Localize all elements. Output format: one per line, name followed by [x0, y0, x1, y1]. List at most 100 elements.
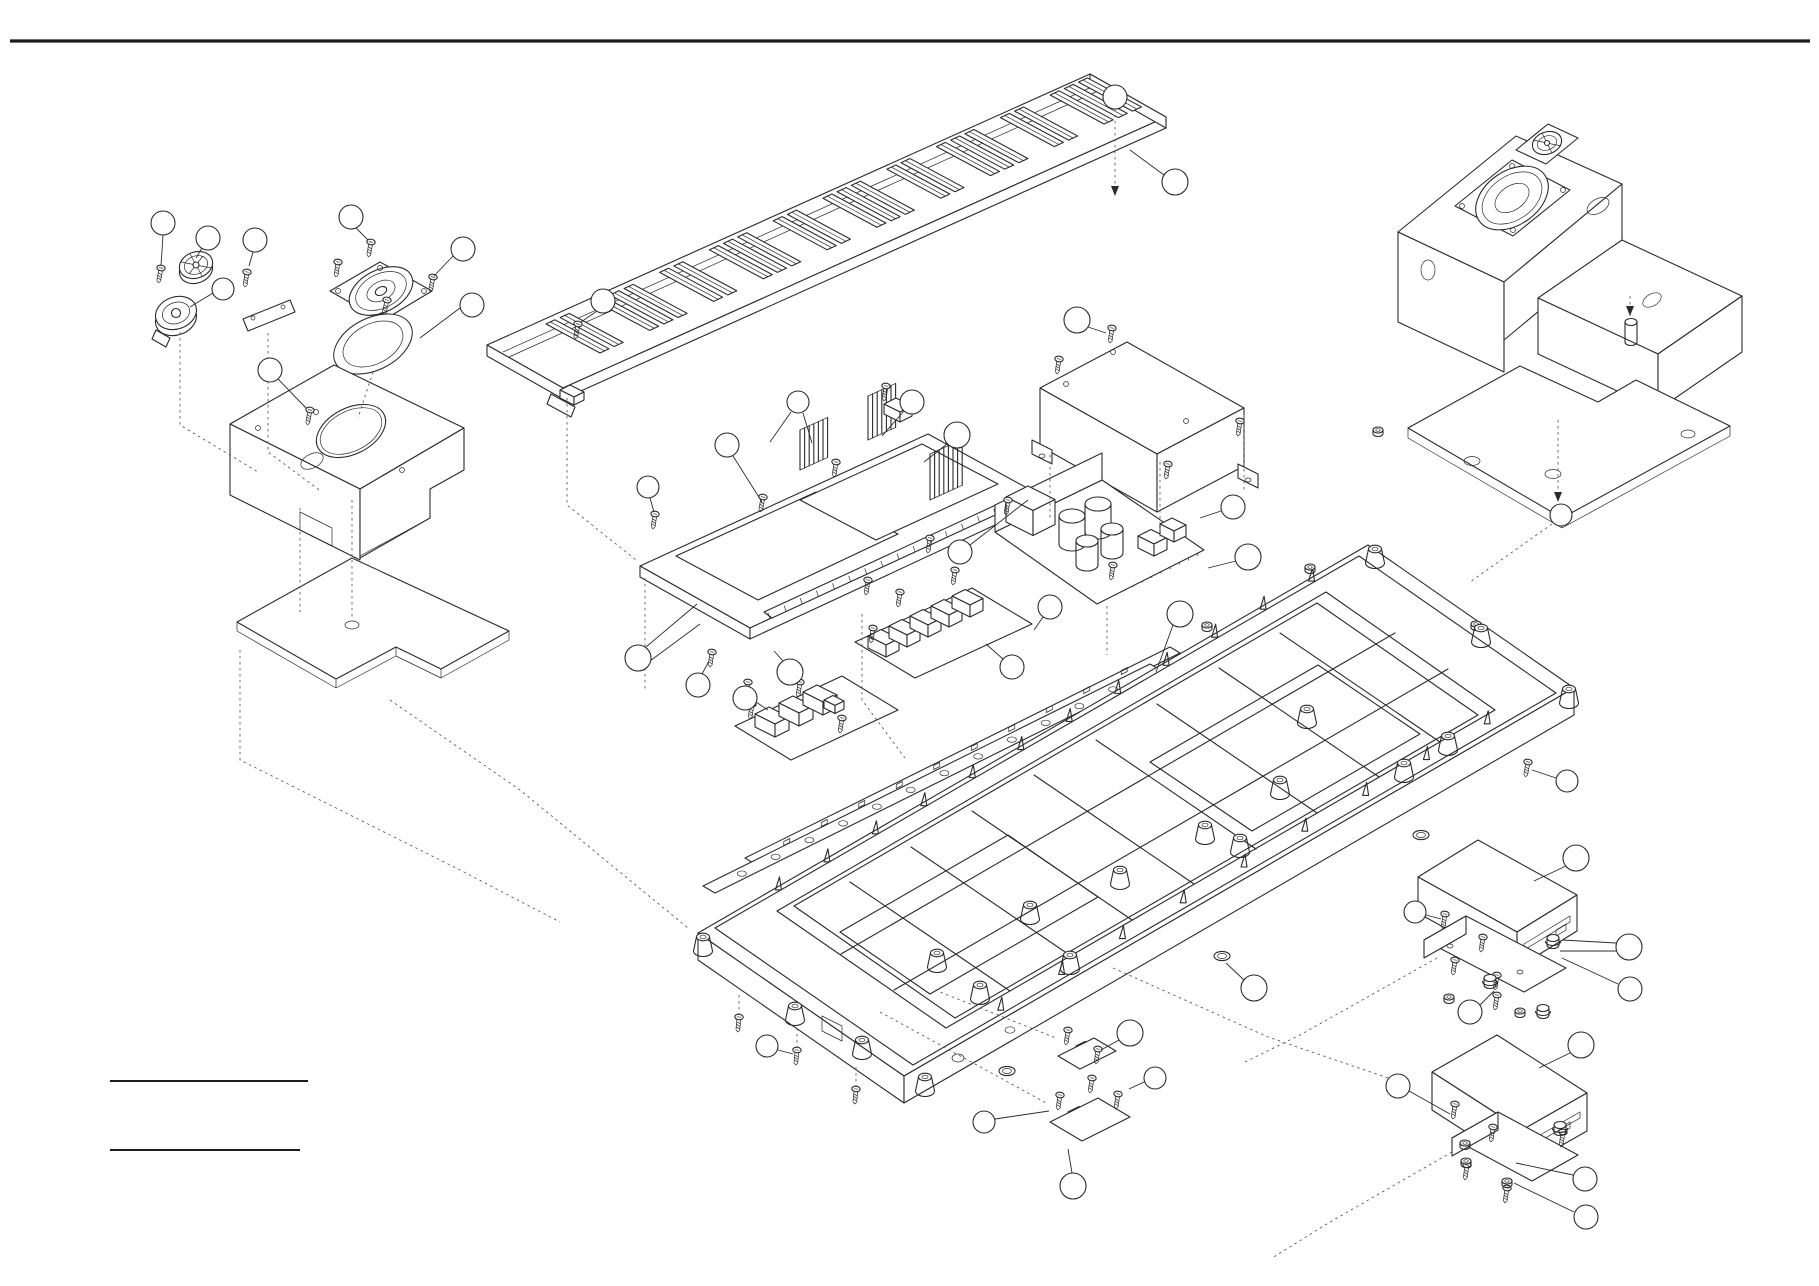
screw-icon: [950, 566, 960, 586]
callout-circle: [1555, 769, 1579, 793]
callout-circle: [150, 210, 176, 236]
legend-lines: [110, 1080, 308, 1151]
mounting-boss-icon: [851, 1035, 873, 1061]
screw-icon: [1063, 1026, 1073, 1046]
screw-icon: [1108, 561, 1118, 581]
callout-leader-line: [1561, 939, 1617, 944]
callout-leader-line: [277, 378, 307, 409]
plug-icon: [1624, 317, 1638, 347]
callout-balloon: [1155, 600, 1194, 673]
callout-circle: [211, 277, 235, 301]
callout-balloon: [1059, 1148, 1087, 1200]
assembly-guide: [239, 650, 561, 923]
rubber-damper-icon: [1481, 973, 1499, 990]
callout-circle: [242, 227, 268, 253]
mounting-boss-icon: [1364, 544, 1386, 570]
callout-leader-line: [1199, 510, 1222, 519]
screw-icon: [366, 238, 376, 258]
callout-balloon: [257, 357, 307, 409]
screw-icon: [242, 268, 252, 288]
bottom-chassis: [697, 544, 1575, 1104]
callout-leader-line: [195, 247, 203, 259]
callout-circle: [1234, 543, 1262, 571]
callout-leader-line: [755, 701, 769, 711]
arrowhead-icon: [1554, 492, 1562, 502]
callout-balloon: [755, 1034, 794, 1058]
callout-leader-line: [994, 1110, 1050, 1120]
screw-icon: [156, 264, 166, 284]
right-tweeter-icon: [1515, 123, 1579, 165]
callout-leader-line: [433, 255, 454, 277]
mounting-boss-icon: [784, 1001, 806, 1027]
screw-icon: [1054, 355, 1064, 375]
mounting-boss-icon: [1059, 950, 1081, 976]
screw-icon: [881, 382, 891, 402]
callout-balloon: [433, 236, 476, 277]
callout-balloon: [1533, 844, 1590, 882]
pedal-jack-board-1: [1057, 1037, 1117, 1070]
left-speaker-group: [151, 250, 510, 689]
callout-circle: [776, 658, 804, 686]
left-terminal-plate: [242, 299, 296, 332]
callout-leader-line: [1100, 1039, 1120, 1051]
callout-circle: [1116, 1019, 1144, 1047]
callout-balloon: [1129, 149, 1189, 196]
screw-icon: [573, 320, 583, 340]
callout-balloon: [685, 660, 711, 698]
callout-leader-line: [580, 310, 598, 323]
callout-balloon: [1561, 957, 1643, 1002]
assembly-guide: [357, 371, 374, 419]
callout-leader-line: [923, 443, 948, 463]
assembly-guide: [861, 614, 906, 759]
screw-icon: [925, 534, 935, 554]
screw-icon: [1478, 933, 1488, 953]
callout-leader-line: [419, 307, 461, 339]
callout-balloon: [1225, 962, 1268, 1002]
callout-circle: [338, 204, 364, 230]
screw-icon: [792, 1046, 802, 1066]
screw-icon: [333, 258, 343, 278]
callout-balloon: [881, 389, 925, 437]
callout-leader-line: [1531, 769, 1557, 779]
left-speaker-enclosure: [229, 364, 465, 561]
callout-circle: [1161, 168, 1189, 196]
screw-icon: [895, 588, 905, 608]
nut-icon: [1443, 993, 1455, 1005]
hole-cap-icon: [998, 1065, 1016, 1077]
arrowhead-icon: [1111, 186, 1119, 196]
callout-balloon: [195, 225, 221, 259]
callout-leader-line: [1128, 1081, 1145, 1090]
mounting-boss-icon: [969, 980, 991, 1006]
callout-balloon: [714, 432, 763, 503]
callout-balloon: [150, 210, 176, 267]
screw-icon: [863, 576, 873, 596]
callout-balloon: [1063, 306, 1107, 334]
callout-leader-line: [1033, 616, 1044, 631]
assembly-guide: [1271, 1151, 1453, 1259]
left-tweeter-cap-icon: [178, 250, 214, 285]
callout-balloon: [189, 277, 235, 308]
callout-circle: [755, 1034, 779, 1058]
callout-circle: [1572, 1166, 1598, 1192]
left-speaker-gasket: [333, 313, 413, 375]
callout-leader-line: [1515, 1162, 1574, 1176]
callout-circle: [1562, 844, 1590, 872]
nut-icon: [1201, 621, 1213, 633]
power-supply-cover: [1031, 341, 1259, 513]
assembly-guide: [879, 1011, 1049, 1105]
mounting-boss-icon: [1269, 775, 1291, 801]
screw-icon: [428, 273, 438, 293]
callout-circle: [1573, 1204, 1599, 1230]
callout-balloon: [1513, 1182, 1599, 1230]
callout-balloon: [1457, 990, 1495, 1025]
callout-circle: [1457, 999, 1483, 1025]
callout-circle: [1240, 974, 1268, 1002]
left-tweeter-icon: [151, 295, 198, 348]
callout-leader-line: [649, 623, 701, 662]
callout-circle: [624, 644, 652, 672]
assembly-guide: [1469, 523, 1553, 583]
callout-circle: [947, 539, 973, 565]
callout-leader-line: [1479, 990, 1495, 1006]
callout-balloon: [1549, 503, 1573, 527]
